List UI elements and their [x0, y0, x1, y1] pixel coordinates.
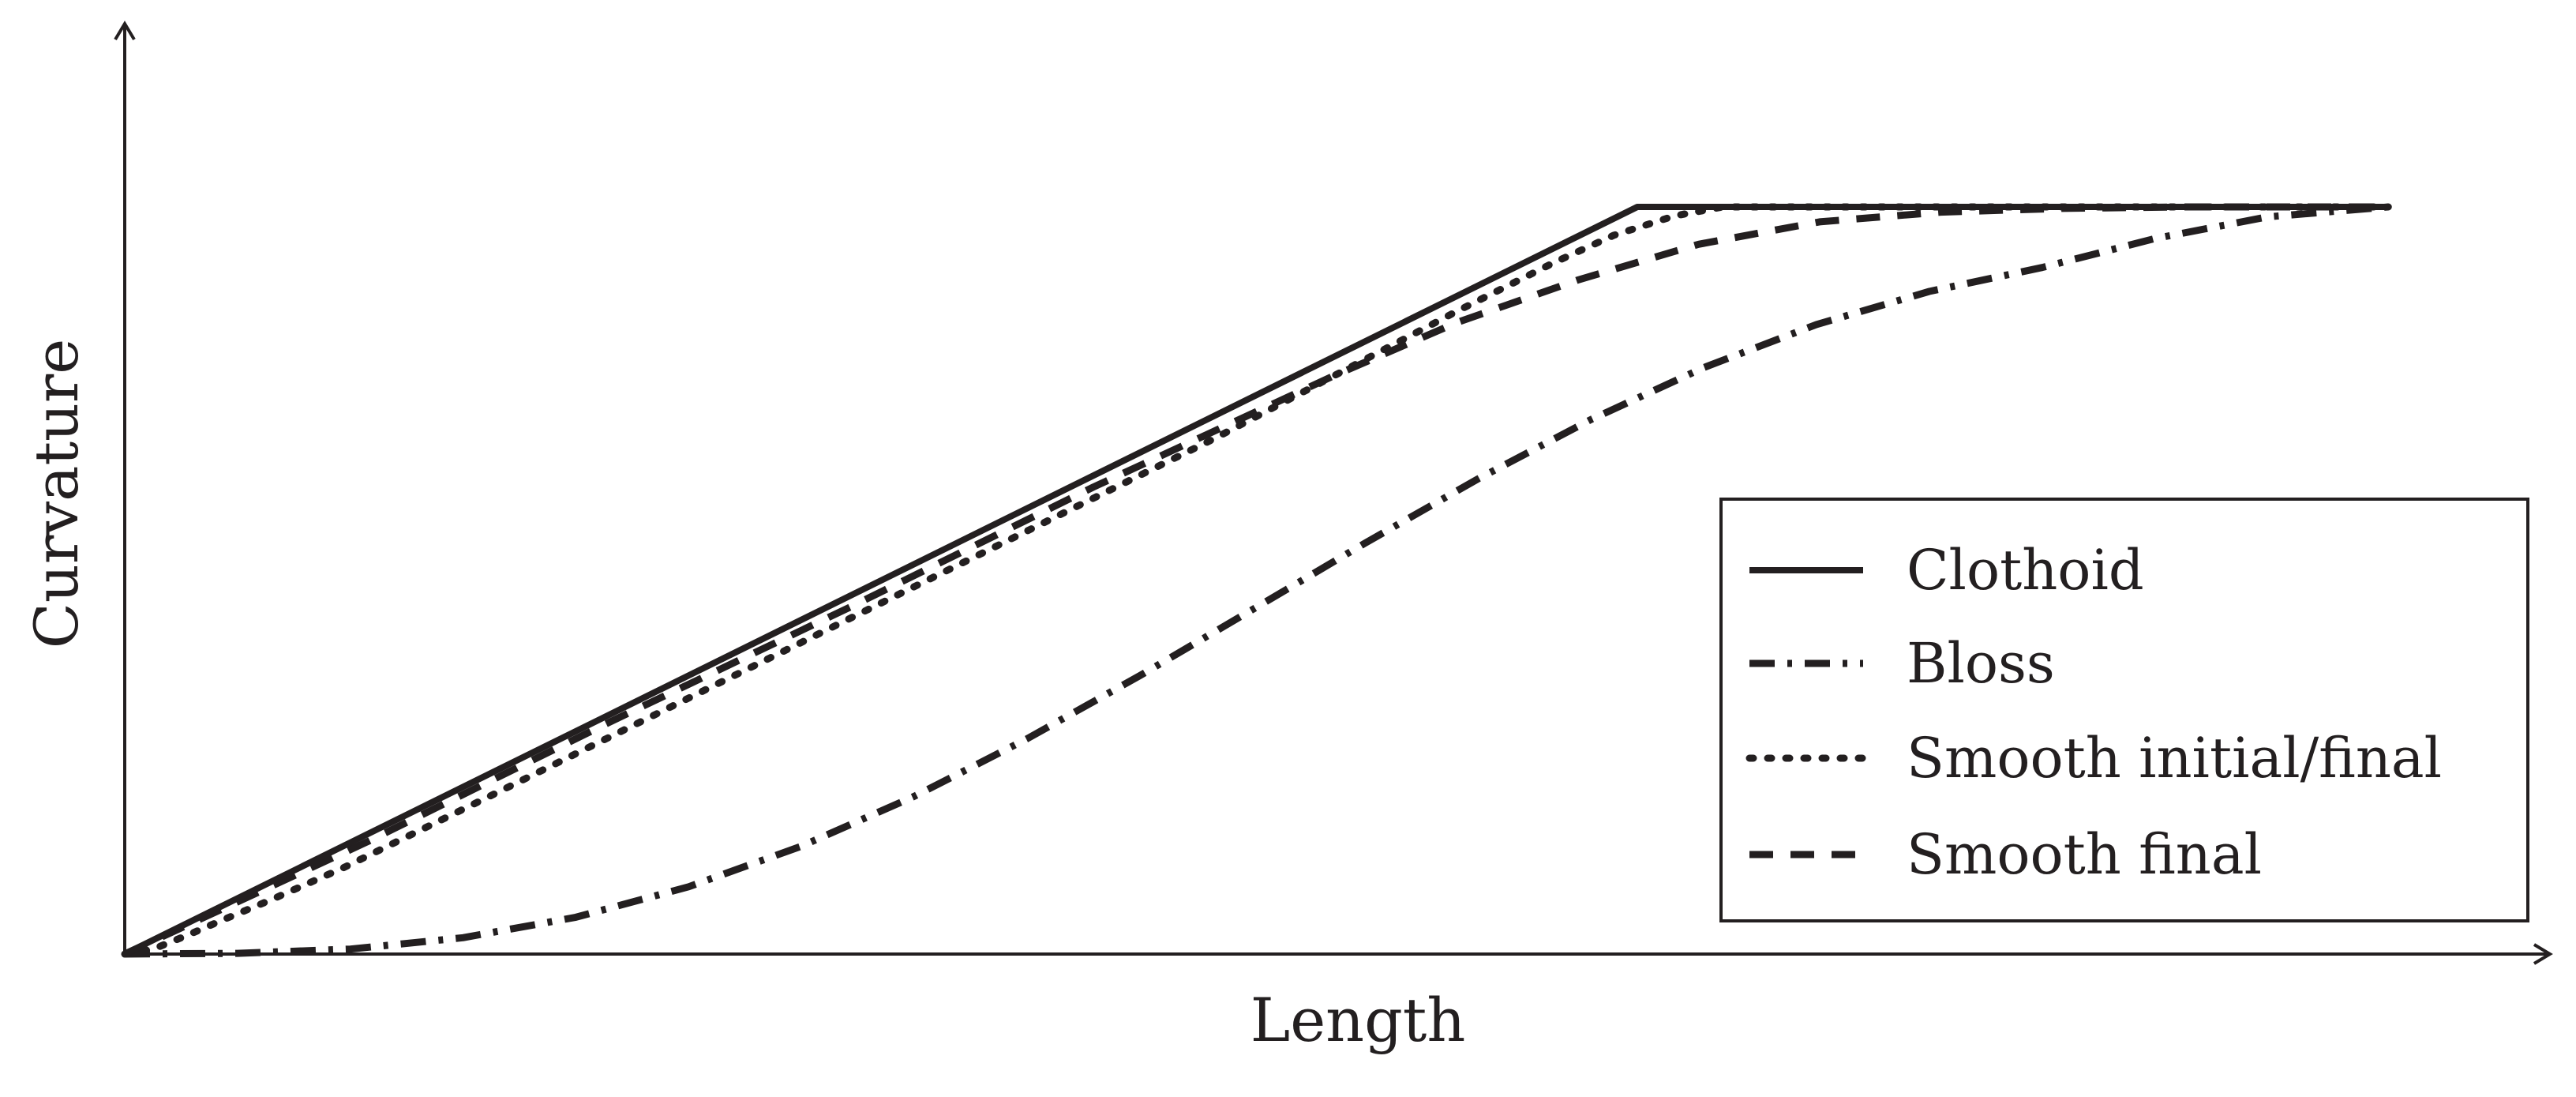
y-axis-label: Curvature — [21, 339, 92, 648]
series-line-bloss — [124, 203, 2389, 958]
y-axis-arrow — [114, 21, 136, 41]
legend-label-smooth-initial-final: Smooth initial/final — [1907, 726, 2442, 791]
series-group — [121, 203, 2392, 958]
series-line-smooth-initial-final — [121, 203, 2392, 958]
x-axis-label: Length — [1251, 985, 1466, 1055]
x-axis-arrow — [2533, 943, 2553, 965]
legend-label-clothoid: Clothoid — [1907, 538, 2144, 603]
axes — [114, 21, 2553, 965]
series-line-clothoid — [123, 204, 2389, 957]
legend-label-smooth-final: Smooth final — [1907, 822, 2262, 887]
legend-label-bloss: Bloss — [1907, 631, 2055, 696]
